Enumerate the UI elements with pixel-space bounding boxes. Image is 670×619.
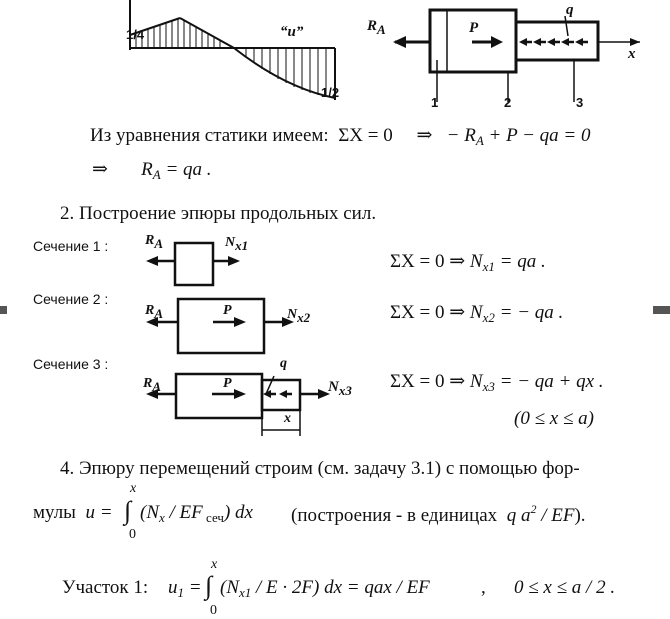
section-2-ra-label: RA (145, 303, 164, 321)
section-3-n-label: Nx3 (328, 379, 352, 398)
paragraph-4-line-1: 4. Эпюру перемещений строим (см. задачу … (60, 458, 580, 479)
displacement-plot (129, 0, 336, 100)
section-number-3: 3 (576, 95, 584, 110)
section-3-x-label: x (284, 411, 291, 426)
formula-integral-lower: 0 (129, 527, 136, 542)
ra-label: RA (367, 18, 386, 37)
part-1-integrand: (Nx1 / E · 2F) dx = qax / EF (220, 577, 430, 600)
section-3-ra-label: RA (143, 376, 162, 394)
part-1-separator: , (481, 577, 486, 598)
scan-edge-mark-right (653, 306, 670, 314)
section-1-ra-label: RA (145, 233, 164, 251)
formula-integral-sign: ∫ (124, 496, 132, 525)
section-number-2: 2 (504, 95, 512, 110)
section-3-q-label: q (280, 356, 287, 371)
half-label: 1/2 (321, 85, 340, 100)
u-label: “u” (280, 24, 304, 40)
paragraph-4-line-2: мулы u = (33, 502, 113, 523)
part-1-u-lhs: u1 = (168, 577, 202, 600)
reaction-result-line: ⇒ RA = qa . (92, 159, 212, 182)
section-2-n-label: Nx2 (287, 307, 311, 325)
section-3-diagram (146, 372, 330, 436)
section-2-p-label: P (223, 303, 232, 318)
part-1-integral-upper: x (211, 557, 218, 572)
formula-integral-upper: x (130, 481, 137, 496)
formula-integrand: (Nx / EF сеч) dx (140, 502, 253, 525)
section-1-diagram (146, 241, 240, 287)
section-number-1: 1 (431, 95, 439, 110)
quarter-label: 1/4 (126, 27, 145, 42)
section-3-label: Сечение 3 : (33, 356, 109, 372)
section-1-label: Сечение 1 : (33, 238, 109, 254)
q-label: q (566, 2, 574, 18)
section-3-range: (0 ≤ x ≤ a) (514, 408, 594, 429)
part-1-label: Участок 1: (62, 577, 149, 598)
x-axis-label: x (628, 46, 636, 62)
scan-edge-mark-left (0, 306, 7, 314)
formula-units-note: (построения - в единицах q a2 / EF). (291, 502, 586, 526)
part-1-range: 0 ≤ x ≤ a / 2 . (514, 577, 616, 598)
section-1-n-label: Nx1 (225, 235, 249, 253)
part-1-integral-lower: 0 (210, 603, 217, 618)
section-3-equation: ΣX = 0 ⇒ Nx3 = − qa + qx . (390, 371, 604, 394)
p-label: P (469, 20, 479, 36)
heading-section-2: 2. Построение эпюры продольных сил. (60, 203, 377, 224)
section-1-equation: ΣX = 0 ⇒ Nx1 = qa . (390, 251, 546, 274)
part-1-integral-sign: ∫ (205, 571, 213, 600)
statics-equation-line: Из уравнения статики имеем: ΣX = 0 ⇒ − R… (90, 125, 591, 148)
section-2-diagram (146, 297, 294, 355)
section-2-equation: ΣX = 0 ⇒ Nx2 = − qa . (390, 302, 564, 325)
bar-schematic (393, 8, 640, 102)
section-2-label: Сечение 2 : (33, 291, 109, 307)
section-3-p-label: P (223, 376, 232, 391)
